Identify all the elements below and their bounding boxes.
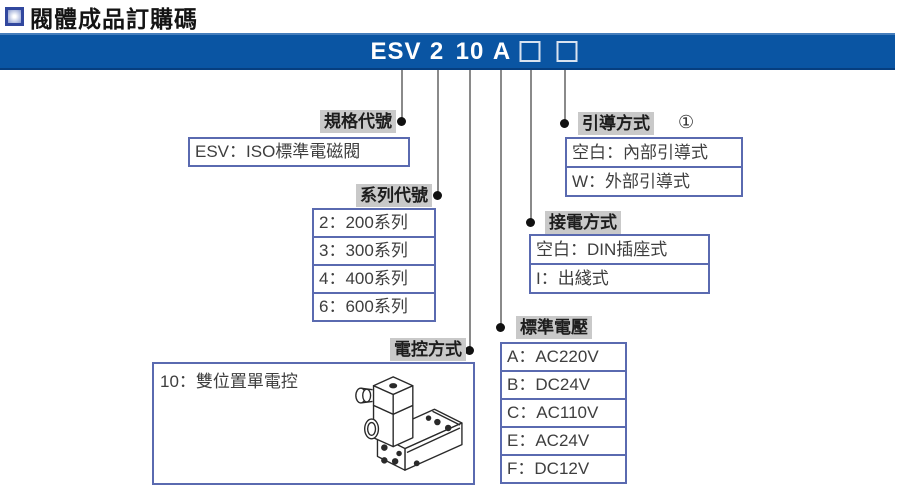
wiring-label: 接電方式 <box>545 211 621 234</box>
table-row: 3：300系列 <box>314 236 434 264</box>
order-code-bar: ESV 2 10 A <box>0 33 895 70</box>
series-code-table: 2：200系列 3：300系列 4：400系列 6：600系列 <box>312 208 436 322</box>
table-row: 4：400系列 <box>314 264 434 292</box>
connector-line-pilot <box>564 70 566 121</box>
connector-dot-pilot <box>560 119 569 128</box>
table-row: B：DC24V <box>502 370 625 398</box>
control-mode-row: 10：雙位置單電控 <box>160 372 298 391</box>
connector-line-wiring <box>530 70 532 220</box>
table-row: ESV：ISO標準電磁閥 <box>195 142 361 161</box>
voltage-table: A：AC220V B：DC24V C：AC110V E：AC24V F：DC12… <box>500 342 627 484</box>
pilot-label: 引導方式 <box>578 112 654 135</box>
solenoid-valve-drawing <box>355 376 463 471</box>
connector-line-voltage <box>500 70 502 325</box>
pilot-footnote-mark: ① <box>678 112 695 132</box>
code-placeholder-box-1 <box>519 41 541 62</box>
page-title: 閥體成品訂購碼 <box>30 6 198 32</box>
code-placeholder-box-2 <box>556 41 578 62</box>
code-token-esv: ESV <box>370 38 422 65</box>
table-row: A：AC220V <box>507 347 599 366</box>
connector-dot-wiring <box>526 218 535 227</box>
table-row: 空白：DIN插座式 <box>536 240 668 259</box>
connector-dot-voltage <box>496 323 505 332</box>
spec-code-box: ESV：ISO標準電磁閥 <box>188 137 410 167</box>
table-row: 空白：內部引導式 <box>572 143 708 162</box>
code-token-control: 10 <box>455 38 485 65</box>
code-token-voltage: A <box>492 38 512 65</box>
connector-dot-control <box>465 346 474 355</box>
control-mode-box: 10：雙位置單電控 <box>152 362 475 485</box>
table-row: 2：200系列 <box>319 213 408 232</box>
table-row: E：AC24V <box>502 426 625 454</box>
table-row: C：AC110V <box>502 398 625 426</box>
connector-line-control <box>469 70 471 348</box>
connector-line-spec <box>401 70 403 118</box>
pilot-table: 空白：內部引導式 W：外部引導式 <box>565 137 743 197</box>
connector-dot-series <box>433 191 442 200</box>
code-token-series: 2 <box>429 38 445 65</box>
table-row: I：出綫式 <box>531 263 708 292</box>
spec-code-label: 規格代號 <box>320 110 396 133</box>
voltage-label: 標準電壓 <box>516 316 592 339</box>
section-bullet-icon <box>5 7 24 26</box>
wiring-table: 空白：DIN插座式 I：出綫式 <box>529 234 710 294</box>
table-row: W：外部引導式 <box>567 166 741 195</box>
table-row: F：DC12V <box>502 454 625 482</box>
table-row: 6：600系列 <box>314 292 434 320</box>
connector-line-series <box>437 70 439 192</box>
connector-dot-spec <box>397 117 406 126</box>
control-mode-label: 電控方式 <box>390 338 466 361</box>
series-code-label: 系列代號 <box>356 184 432 207</box>
